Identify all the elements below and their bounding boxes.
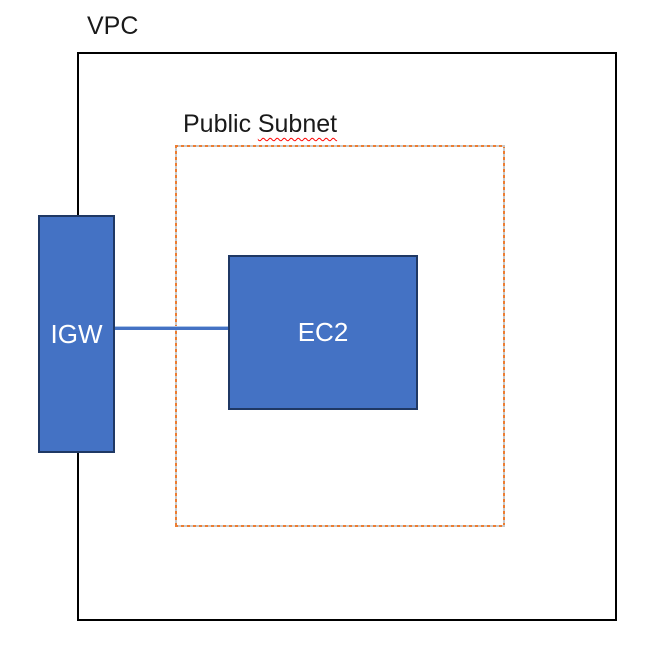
igw-node[interactable]: IGW <box>38 215 115 453</box>
vpc-label[interactable]: VPC <box>87 12 139 40</box>
public-subnet-label-word-public: Public <box>183 110 252 138</box>
public-subnet-label-word-subnet: Subnet <box>257 110 338 138</box>
ec2-node-label: EC2 <box>297 317 349 347</box>
igw-to-ec2-connector-line[interactable] <box>112 326 232 330</box>
ec2-node[interactable]: EC2 <box>228 255 418 410</box>
igw-node-label: IGW <box>50 318 103 349</box>
